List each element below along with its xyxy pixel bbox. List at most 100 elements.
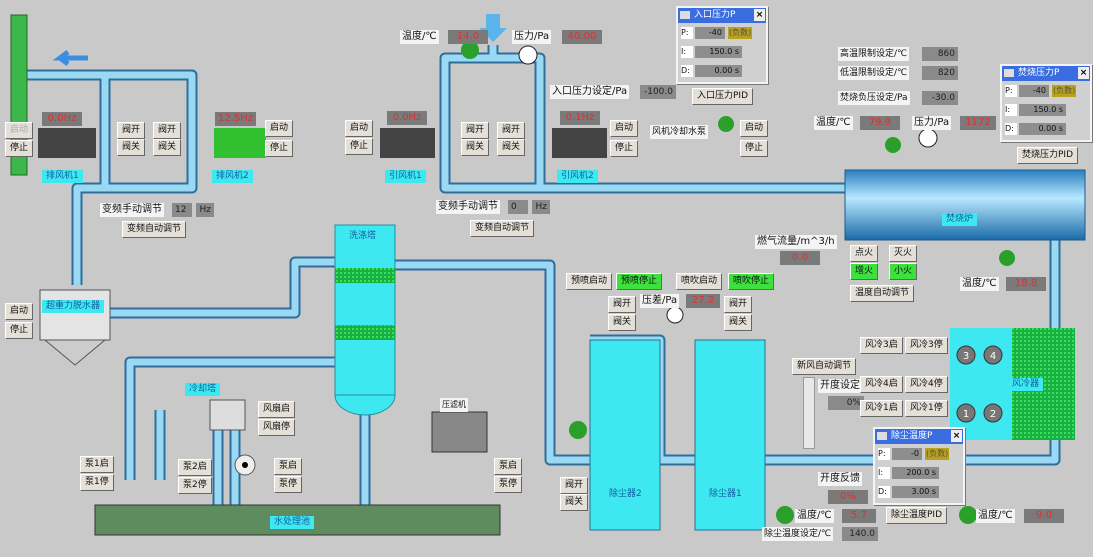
valve-open-button[interactable]: 阀开	[153, 122, 182, 139]
inlet-set-input[interactable]: -100.0	[640, 85, 676, 99]
dehydrator-start-button[interactable]: 启动	[5, 303, 34, 320]
hi-temp-input[interactable]: 860	[922, 47, 958, 61]
valve-close-button[interactable]: 阀关	[153, 139, 182, 156]
blow-start-button[interactable]: 喷吹启动	[676, 273, 723, 290]
induced-fan2-stop-button[interactable]: 停止	[610, 140, 639, 157]
valve-open-button[interactable]: 阀开	[117, 122, 146, 139]
press-pump-start-button[interactable]: 泵启	[494, 458, 523, 475]
big-fire-button[interactable]: 增火	[850, 263, 879, 280]
furnace-press-value: 1172	[960, 116, 996, 130]
cooler-temp-value: 9.0	[1024, 509, 1064, 523]
press-pump-stop-button[interactable]: 泵停	[494, 476, 523, 493]
exhaust-fan2-start-button[interactable]: 启动	[265, 120, 294, 137]
induced-fan1-freq: 0.0Hz	[387, 111, 427, 125]
exhaust-fan2-stop-button[interactable]: 停止	[265, 140, 294, 157]
i-input[interactable]: 150.0 s	[695, 46, 742, 58]
neg-press-input[interactable]: -30.0	[922, 91, 958, 105]
close-icon[interactable]: ×	[754, 9, 765, 21]
furnace-temp-label: 温度/℃	[814, 116, 853, 130]
p-input[interactable]: -40	[1019, 85, 1049, 97]
cooling-pump-stop-button[interactable]: 停止	[740, 140, 769, 157]
pre-spray-start-button[interactable]: 预喷启动	[566, 273, 613, 290]
dust-temp-set-label: 除尘温度设定/℃	[762, 527, 834, 541]
i-key: I:	[878, 467, 890, 479]
pump1-stop-button[interactable]: 泵1停	[80, 474, 114, 491]
inlet-set-label: 入口压力设定/Pa	[550, 85, 630, 99]
extinguish-button[interactable]: 灭火	[889, 245, 918, 262]
cooler4-stop-button[interactable]: 风冷4停	[905, 376, 948, 393]
p-input[interactable]: -0	[892, 448, 922, 460]
exhaust-manual-input[interactable]: 12	[172, 203, 192, 217]
i-input[interactable]: 200.0 s	[892, 467, 939, 479]
valve-open-button[interactable]: 阀开	[461, 122, 490, 139]
dp-label: 压差/Pa	[640, 294, 680, 308]
induced-fan2-start-button[interactable]: 启动	[610, 120, 639, 137]
valve-close-button[interactable]: 阀关	[724, 314, 753, 331]
dehydrator-stop-button[interactable]: 停止	[5, 322, 34, 339]
pump1-start-button[interactable]: 泵1启	[80, 456, 114, 473]
blow-stop-button[interactable]: 喷吹停止	[728, 273, 775, 290]
cooler4-start-button[interactable]: 风冷4启	[860, 376, 903, 393]
outlet-temp-value: 18.8	[1006, 277, 1046, 291]
close-icon[interactable]: ×	[1078, 67, 1089, 79]
cooler3-start-button[interactable]: 风冷3启	[860, 337, 903, 354]
induced-fan1-start-button[interactable]: 启动	[345, 120, 374, 137]
inlet-pid-button[interactable]: 入口压力PID	[692, 88, 754, 105]
pump2-stop-button[interactable]: 泵2停	[178, 477, 212, 494]
i-input[interactable]: 150.0 s	[1019, 104, 1066, 116]
inlet-press-label: 压力/Pa	[512, 30, 552, 44]
cooler1-start-button[interactable]: 风冷1启	[860, 400, 903, 417]
p-input[interactable]: -40	[695, 27, 725, 39]
exhaust-manual-label: 变频手动调节	[100, 203, 164, 217]
dp-value: 27.2	[686, 294, 720, 308]
neg-press-label: 焚烧负压设定/Pa	[838, 91, 910, 105]
ignite-button[interactable]: 点火	[850, 245, 879, 262]
cooling-pump-start-button[interactable]: 启动	[740, 120, 769, 137]
fan-stop-button[interactable]: 风扇停	[258, 419, 296, 436]
dust-temp-set-input[interactable]: 140.0	[842, 527, 878, 541]
i-key: I:	[1005, 104, 1017, 116]
opening-scrollbar[interactable]	[803, 377, 815, 449]
small-fire-button[interactable]: 小火	[889, 263, 918, 280]
pre-spray-stop-button[interactable]: 预喷停止	[616, 273, 663, 290]
exhaust-fan1-stop-button[interactable]: 停止	[5, 140, 34, 157]
induced-manual-input[interactable]: 0	[508, 200, 528, 214]
valve-close-button[interactable]: 阀关	[461, 139, 490, 156]
valve-close-button[interactable]: 阀关	[560, 494, 589, 511]
fan-start-button[interactable]: 风扇启	[258, 401, 296, 418]
lo-temp-input[interactable]: 820	[922, 66, 958, 80]
valve-open-button[interactable]: 阀开	[608, 296, 637, 313]
inlet-temp-label: 温度/℃	[400, 30, 439, 44]
valve-close-button[interactable]: 阀关	[608, 314, 637, 331]
valve-open-button[interactable]: 阀开	[497, 122, 526, 139]
dehydrator-label: 超重力脱水器	[42, 300, 105, 313]
valve-open-button[interactable]: 阀开	[724, 296, 753, 313]
cooler3-stop-button[interactable]: 风冷3停	[905, 337, 948, 354]
close-icon[interactable]: ×	[951, 430, 962, 442]
d-input[interactable]: 3.00 s	[892, 486, 939, 498]
d-input[interactable]: 0.00 s	[695, 65, 742, 77]
p-key: P:	[878, 448, 890, 460]
dust-pid-button[interactable]: 除尘温度PID	[886, 507, 948, 524]
pump-stop-button[interactable]: 泵停	[274, 476, 303, 493]
furnace-pid-button[interactable]: 焚烧压力PID	[1017, 147, 1079, 164]
air-cooler-label: 风冷器	[1008, 378, 1044, 391]
p-key: P:	[681, 27, 693, 39]
induced-auto-button[interactable]: 变频自动调节	[470, 220, 535, 237]
pump-start-button[interactable]: 泵启	[274, 458, 303, 475]
valve-close-button[interactable]: 阀关	[497, 139, 526, 156]
valve-open-button[interactable]: 阀开	[560, 477, 589, 494]
hi-temp-label: 高温限制设定/℃	[838, 47, 910, 61]
fresh-air-auto-button[interactable]: 新风自动调节	[792, 358, 857, 375]
d-input[interactable]: 0.00 s	[1019, 123, 1066, 135]
d-key: D:	[1005, 123, 1017, 135]
exhaust-fan1-start-button[interactable]: 启动	[5, 122, 34, 139]
d-key: D:	[878, 486, 890, 498]
induced-fan1-stop-button[interactable]: 停止	[345, 138, 374, 155]
pump2-start-button[interactable]: 泵2启	[178, 459, 212, 476]
cooler1-stop-button[interactable]: 风冷1停	[905, 400, 948, 417]
window-icon	[1004, 69, 1014, 77]
exhaust-auto-button[interactable]: 变频自动调节	[122, 221, 187, 238]
temp-auto-button[interactable]: 温度自动调节	[850, 285, 915, 302]
valve-close-button[interactable]: 阀关	[117, 139, 146, 156]
